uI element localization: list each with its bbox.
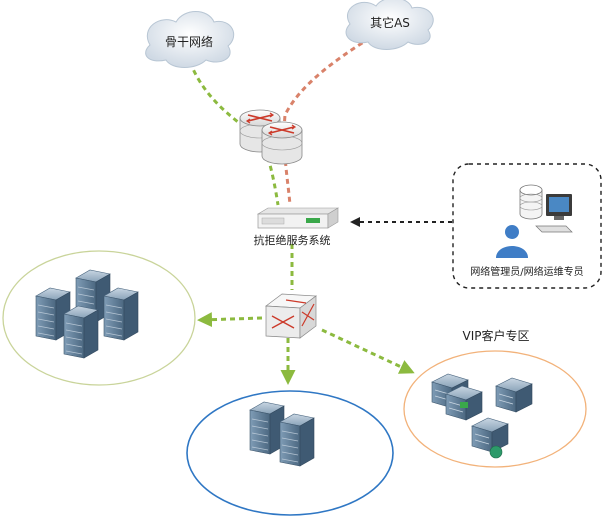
server-rack-icon (249, 401, 285, 455)
backbone-label: 骨干网络 (165, 34, 213, 49)
other-as-cloud-icon: 其它AS (345, 0, 434, 50)
switch-icon (265, 293, 317, 339)
link-otheras-router (282, 36, 371, 206)
anti-ddos-label: 抗拒绝服务系统 (254, 233, 331, 247)
rack-appliance-icon (256, 207, 340, 229)
link-switch-vip (321, 328, 415, 374)
vip-ellipse (403, 350, 587, 468)
vip-monitor-icon (460, 402, 468, 408)
server-rack-icon (495, 377, 533, 413)
left-cluster-ellipse (2, 250, 196, 386)
admin-label: 网络管理员/网络运维专员 (470, 265, 583, 278)
backbone-cloud-icon: 骨干网络 (145, 11, 235, 68)
bottom-cluster-ellipse (186, 390, 394, 516)
server-rack-icon (63, 305, 99, 359)
vip-label: VIP客户专区 (463, 328, 530, 343)
links (188, 36, 452, 385)
server-rack-icon (471, 417, 509, 453)
server-rack-icon (279, 413, 315, 467)
admin-workstation-icon (496, 184, 573, 258)
vip-globe-icon (489, 445, 503, 459)
server-rack-icon (103, 287, 139, 341)
admin-zone (452, 163, 602, 289)
left-server-cluster (35, 269, 139, 359)
link-switch-left (197, 312, 263, 328)
router-icon (239, 109, 303, 165)
link-backbone-router (188, 61, 280, 206)
bottom-server-cluster (249, 401, 315, 467)
vip-server-group (431, 373, 533, 459)
other-as-label: 其它AS (370, 15, 410, 30)
